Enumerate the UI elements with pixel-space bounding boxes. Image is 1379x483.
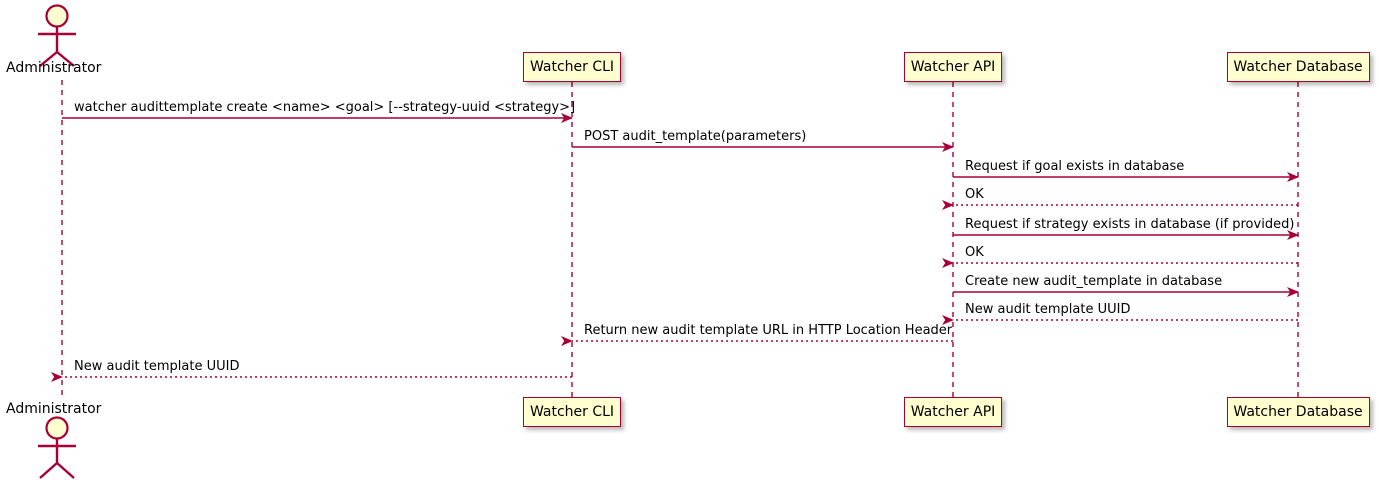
message-label-6: OK (965, 245, 984, 260)
participant-administrator-label-top[interactable]: Administrator (6, 60, 102, 76)
message-label-9: Return new audit template URL in HTTP Lo… (584, 323, 953, 338)
participant-label: Watcher Database (1233, 404, 1363, 420)
message-label-4: OK (965, 187, 984, 202)
participant-watcher-cli-top[interactable]: Watcher CLI (523, 52, 621, 82)
message-label-2: POST audit_template(parameters) (584, 129, 807, 144)
message-label-3: Request if goal exists in database (965, 159, 1185, 174)
lifelines-group (61, 80, 1299, 398)
participant-watcher-api-bottom[interactable]: Watcher API (904, 397, 1002, 427)
participant-watcher-api-top[interactable]: Watcher API (904, 52, 1002, 82)
message-label-1: watcher audittemplate create <name> <goa… (74, 100, 576, 115)
participant-label: Watcher Database (1233, 59, 1363, 75)
participant-watcher-database-top[interactable]: Watcher Database (1226, 52, 1370, 82)
actor-administrator-bottom-icon (38, 416, 76, 479)
messages-group (51, 113, 1299, 382)
participant-label: Watcher API (910, 59, 996, 75)
message-label-5: Request if strategy exists in database (… (965, 217, 1295, 232)
message-label-7: Create new audit_template in database (965, 274, 1223, 289)
participant-watcher-cli-bottom[interactable]: Watcher CLI (523, 397, 621, 427)
participant-watcher-database-bottom[interactable]: Watcher Database (1226, 397, 1370, 427)
participant-label: Watcher API (910, 404, 996, 420)
participant-label: Watcher CLI (529, 59, 615, 75)
participant-administrator-label-bottom[interactable]: Administrator (6, 401, 102, 417)
message-label-8: New audit template UUID (965, 302, 1131, 317)
message-label-10: New audit template UUID (74, 359, 240, 374)
actor-administrator-top-icon (38, 4, 76, 67)
participant-label: Watcher CLI (529, 404, 615, 420)
